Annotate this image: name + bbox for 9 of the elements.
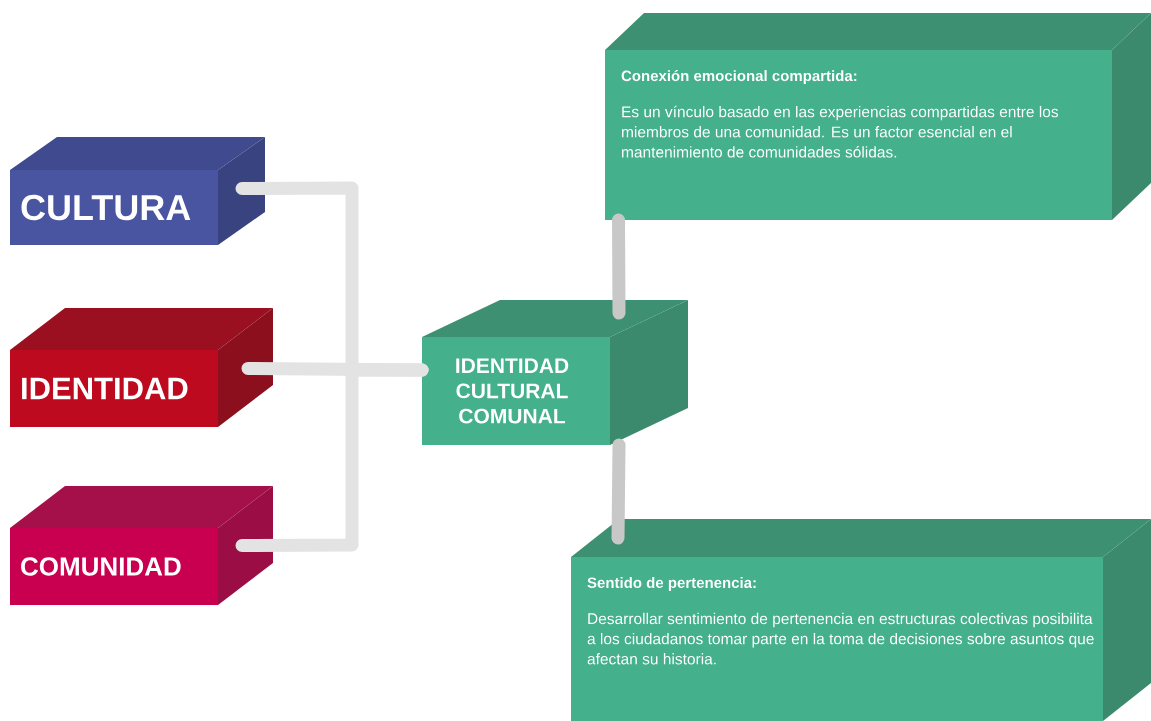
connector-bar bbox=[611, 438, 626, 545]
label-block: IDENTIDAD bbox=[10, 308, 273, 427]
connector-bar bbox=[612, 213, 626, 320]
info-block: Sentido de pertenencia: Desarrollar sentimiento de pertenencia en estructuras colectivas posibilita a los ciudadanos tomar parte en la toma de decisiones sobre asuntos que afectan su historia. bbox=[571, 519, 1151, 721]
center-block: IDENTIDAD CULTURAL COMUNAL bbox=[422, 300, 688, 445]
label-block: COMUNIDAD bbox=[10, 486, 273, 605]
connector-bar bbox=[235, 363, 429, 552]
label-block: CULTURA bbox=[10, 137, 265, 245]
info-block: Conexión emocional compartida: Es un vínculo basado en las experiencias compartidas entre los miembros de una comunidad. Es un factor esencial en el mantenimiento de comunidades sólidas. bbox=[605, 13, 1151, 220]
